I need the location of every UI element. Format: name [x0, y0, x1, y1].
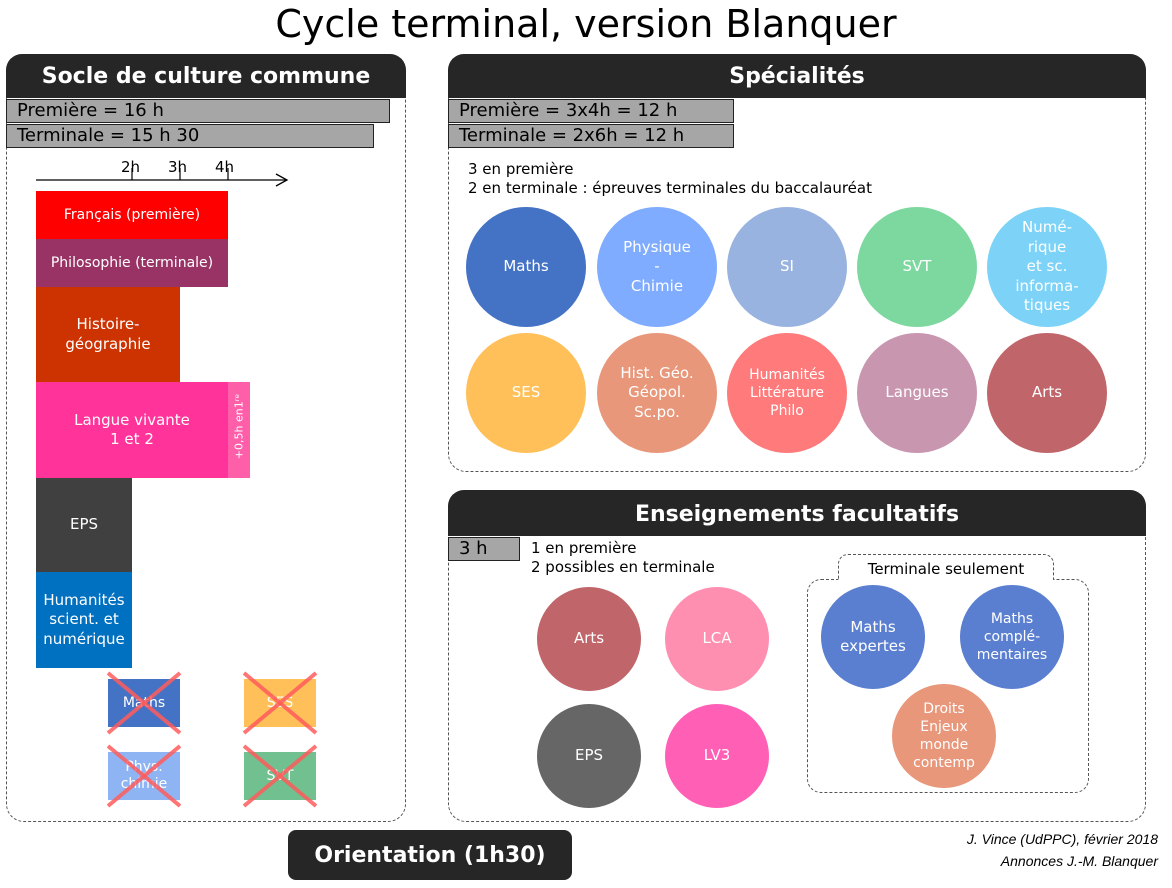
bar-histoire-geographie: Histoire- géographie [36, 287, 180, 382]
spec-physique-chimie-label: Physique - Chimie [623, 237, 691, 295]
bar-langue-vivante: Langue vivante 1 et 2 [36, 382, 228, 478]
spec-ses: SES [466, 333, 586, 453]
axis-tick-2h: 2h [121, 158, 141, 176]
terminale-label: Terminale seulement [867, 560, 1025, 578]
spec-maths: Maths [466, 207, 586, 327]
spec-si-label: SI [780, 257, 794, 276]
facultatifs-heading: Enseignements facultatifs [448, 490, 1146, 536]
fac-arts: Arts [537, 587, 641, 691]
spec-numerique-label: Numé- rique et sc. informa- tiques [1015, 218, 1079, 315]
spec-hist-geo-label: Hist. Géo. Géopol. Sc.po. [620, 363, 694, 421]
specialites-heading: Spécialités [448, 54, 1146, 98]
removed-svt: SVT [242, 744, 318, 808]
removed-maths: Maths [106, 671, 182, 735]
credit-line-1: J. Vince (UdPPC), février 2018 [966, 831, 1158, 847]
cross-icon [106, 744, 182, 808]
fac-maths-complementaires-label: Maths complé- mentaires [976, 610, 1048, 664]
bar-eps: EPS [36, 478, 132, 572]
lv-extra-label: +0,5h en1ʳᵉ [232, 393, 246, 460]
fac-lca-label: LCA [702, 629, 732, 648]
fac-lca: LCA [665, 587, 769, 691]
fac-arts-label: Arts [573, 629, 605, 648]
credit-line-2: Annonces J.-M. Blanquer [1000, 853, 1158, 869]
fac-maths-expertes: Maths expertes [821, 585, 925, 689]
spec-ses-label: SES [511, 383, 541, 402]
spec-langues: Langues [857, 333, 977, 453]
fac-eps-label: EPS [574, 746, 604, 765]
spec-physique-chimie: Physique - Chimie [597, 207, 717, 327]
fac-droits-enjeux: Droits Enjeux monde contemp [892, 684, 996, 788]
specialites-note-1: 3 en première [468, 160, 574, 178]
axis-tick-3h: 3h [168, 158, 188, 176]
cross-icon [106, 671, 182, 735]
hours-axis [36, 168, 289, 187]
specialites-hours-premiere: Première = 3x4h = 12 h [448, 99, 734, 123]
bar-humanites-scientifiques: Humanités scient. et numérique [36, 572, 132, 668]
facultatifs-note-1: 1 en première [531, 539, 637, 557]
spec-svt: SVT [857, 207, 977, 327]
socle-heading: Socle de culture commune [6, 54, 406, 98]
bar-philosophie: Philosophie (terminale) [36, 239, 228, 287]
specialites-hours-terminale: Terminale = 2x6h = 12 h [448, 124, 734, 148]
fac-maths-expertes-label: Maths expertes [840, 617, 906, 656]
spec-arts: Arts [987, 333, 1107, 453]
cross-icon [242, 671, 318, 735]
spec-arts-label: Arts [1031, 383, 1063, 402]
spec-hist-geo: Hist. Géo. Géopol. Sc.po. [597, 333, 717, 453]
spec-humanites: Humanités Littérature Philo [727, 333, 847, 453]
facultatifs-hours: 3 h [448, 537, 520, 561]
fac-maths-complementaires: Maths complé- mentaires [960, 585, 1064, 689]
fac-droits-enjeux-label: Droits Enjeux monde contemp [913, 700, 975, 772]
fac-eps: EPS [537, 704, 641, 808]
spec-humanites-label: Humanités Littérature Philo [749, 366, 825, 420]
orientation-badge: Orientation (1h30) [288, 830, 572, 880]
spec-si: SI [727, 207, 847, 327]
removed-phys-chimie: Phys. chimie [106, 744, 182, 808]
facultatifs-note-2: 2 possibles en terminale [531, 558, 715, 576]
fac-lv3-label: LV3 [703, 746, 731, 765]
terminale-label-box [838, 554, 1054, 580]
specialites-note-2: 2 en terminale : épreuves terminales du … [468, 179, 872, 197]
socle-hours-terminale: Terminale = 15 h 30 [6, 124, 374, 148]
socle-hours-premiere: Première = 16 h [6, 99, 390, 123]
spec-svt-label: SVT [902, 257, 932, 276]
page-title: Cycle terminal, version Blanquer [275, 2, 897, 46]
removed-ses: SES [242, 671, 318, 735]
axis-tick-4h: 4h [215, 158, 235, 176]
spec-langues-label: Langues [885, 383, 949, 402]
fac-lv3: LV3 [665, 704, 769, 808]
lv-extra-bar: +0,5h en1ʳᵉ [228, 382, 250, 478]
cross-icon [242, 744, 318, 808]
bar-francais: Français (première) [36, 191, 228, 239]
spec-maths-label: Maths [503, 257, 549, 276]
spec-numerique: Numé- rique et sc. informa- tiques [987, 207, 1107, 327]
